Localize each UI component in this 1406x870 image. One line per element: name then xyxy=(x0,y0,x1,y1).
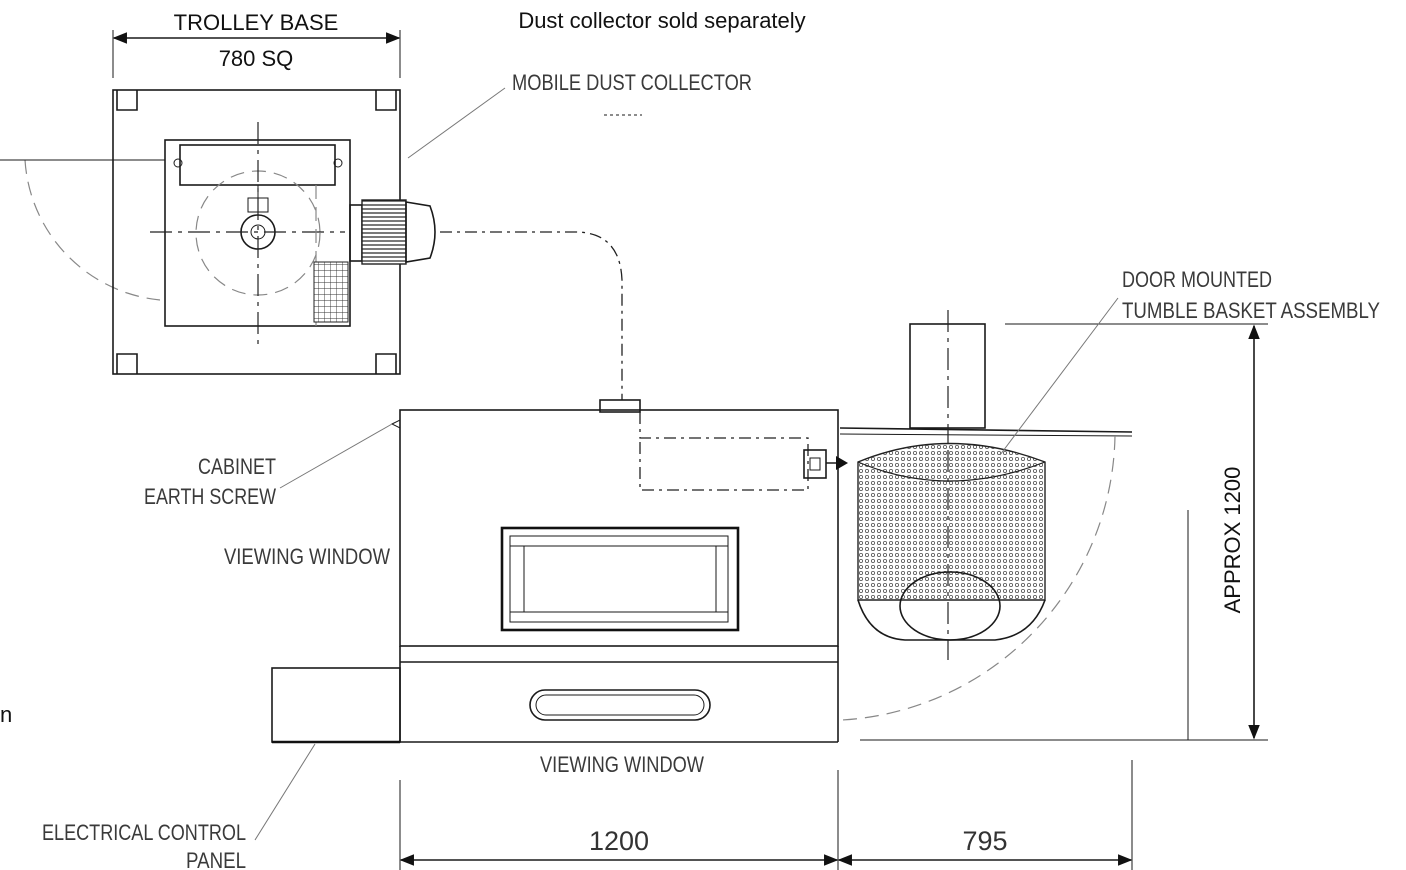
viewing-window-bottom-label: VIEWING WINDOW xyxy=(540,752,704,777)
dimensions xyxy=(112,30,1268,870)
electrical-control-label: ELECTRICAL CONTROL xyxy=(42,820,246,845)
trolley-base-label: TROLLEY BASE xyxy=(174,10,339,35)
door-mounted-label: DOOR MOUNTED xyxy=(1122,267,1272,292)
cabinet-width-dimension: 1200 xyxy=(589,826,649,856)
viewing-window-left-label: VIEWING WINDOW xyxy=(224,544,390,569)
leader-lines xyxy=(254,87,1119,841)
dust-collector-trolley xyxy=(0,89,623,400)
door-width-dimension: 795 xyxy=(962,826,1007,856)
earth-screw-label: EARTH SCREW xyxy=(144,484,276,509)
trolley-base-dimension: 780 SQ xyxy=(219,46,294,71)
cabinet-label: CABINET xyxy=(198,454,276,479)
blast-cabinet xyxy=(271,399,848,744)
panel-label: PANEL xyxy=(186,848,246,870)
approx-height-dimension: APPROX 1200 xyxy=(1220,467,1245,614)
tumble-basket-label: TUMBLE BASKET ASSEMBLY xyxy=(1122,298,1380,323)
door-tumble-basket xyxy=(839,310,1133,721)
mobile-dust-collector-label: MOBILE DUST COLLECTOR xyxy=(512,70,752,95)
stray-character: n xyxy=(0,702,12,727)
note-sold-separately: Dust collector sold separately xyxy=(518,8,805,33)
